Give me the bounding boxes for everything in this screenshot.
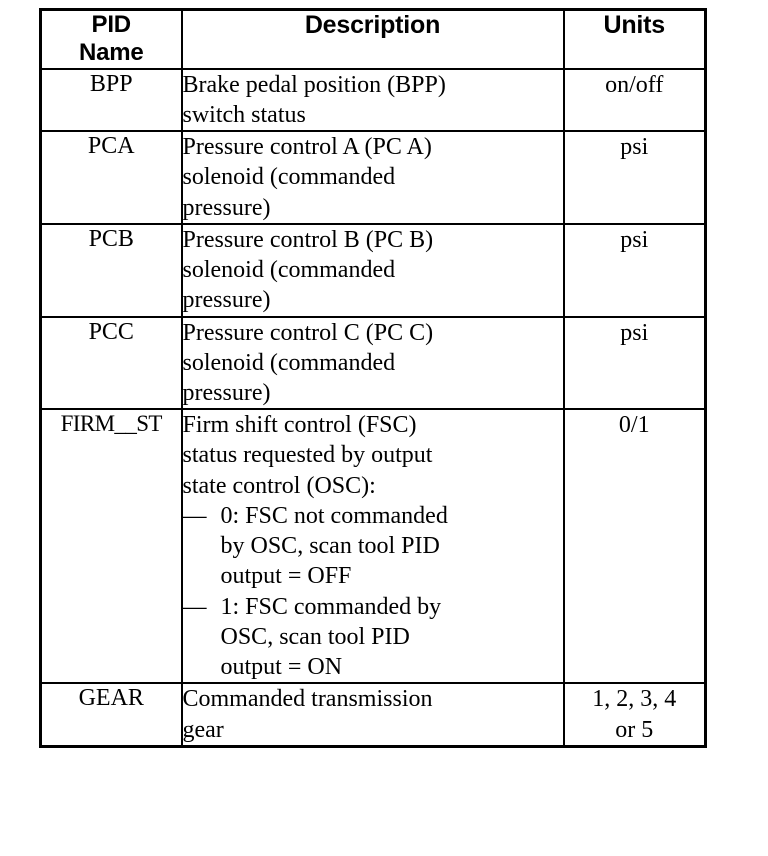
- description-line: state control (OSC):: [182, 472, 376, 499]
- description-line: pressure): [182, 379, 271, 406]
- table-row: PCB Pressure control B (PC B) solenoid (…: [39, 222, 707, 318]
- pid-name-cell: PCB: [39, 222, 183, 318]
- pid-name-cell: PCC: [39, 315, 183, 411]
- description-line: solenoid (commanded: [182, 349, 396, 376]
- table-row: PCC Pressure control C (PC C) solenoid (…: [39, 315, 707, 411]
- description-cell: Firm shift control (FSC) status requeste…: [180, 408, 565, 685]
- units-cell: on/off: [562, 67, 707, 133]
- units-line: or 5: [615, 716, 654, 743]
- description-cell: Pressure control A (PC A) solenoid (comm…: [180, 130, 565, 225]
- table-row: PCA Pressure control A (PC A) solenoid (…: [39, 130, 707, 225]
- table-row: FIRM__ST Firm shift control (FSC) status…: [39, 408, 707, 685]
- column-header-units: Units: [562, 8, 707, 70]
- table-body: BPP Brake pedal position (BPP) switch st…: [39, 67, 707, 748]
- description-line: Commanded transmission: [182, 686, 433, 713]
- column-header-pid-name-line1: PID: [91, 11, 132, 38]
- table-row: GEAR Commanded transmission gear 1, 2, 3…: [39, 682, 707, 748]
- units-line: psi: [620, 319, 649, 346]
- list-item-line: 1: FSC commanded by: [220, 593, 442, 620]
- description-line: Pressure control A (PC A): [182, 134, 432, 161]
- units-line: psi: [620, 226, 649, 253]
- units-cell: psi: [562, 315, 707, 411]
- units-cell: 1, 2, 3, 4 or 5: [562, 682, 707, 748]
- list-item-line: 0: FSC not commanded: [220, 502, 448, 529]
- units-cell: 0/1: [562, 408, 707, 685]
- description-cell: Brake pedal position (BPP) switch status: [180, 67, 565, 133]
- column-header-pid-name: PID Name: [39, 8, 183, 70]
- list-item-line: output = ON: [220, 654, 343, 681]
- description-line: Pressure control C (PC C): [182, 319, 434, 346]
- description-line: solenoid (commanded: [182, 164, 396, 191]
- description-line: gear: [182, 716, 224, 743]
- em-dash-bullet-icon: —: [182, 502, 207, 529]
- units-line: on/off: [605, 71, 664, 98]
- pid-name-cell: PCA: [39, 130, 183, 225]
- pid-name-cell: BPP: [39, 67, 183, 133]
- description-bullet-list: — 0: FSC not commanded by OSC, scan tool…: [183, 501, 563, 682]
- table-header: PID Name Description Units: [39, 8, 707, 70]
- description-cell: Pressure control C (PC C) solenoid (comm…: [180, 315, 565, 411]
- description-line: Brake pedal position (BPP): [182, 71, 446, 98]
- description-cell: Pressure control B (PC B) solenoid (comm…: [180, 222, 565, 318]
- pid-definitions-table: PID Name Description Units BPP Brake ped…: [39, 8, 707, 748]
- em-dash-bullet-icon: —: [182, 593, 207, 620]
- units-line: 1, 2, 3, 4: [592, 686, 677, 713]
- description-line: Firm shift control (FSC): [182, 412, 417, 439]
- description-line: pressure): [182, 194, 271, 221]
- column-header-description: Description: [180, 8, 565, 70]
- table-header-row: PID Name Description Units: [39, 8, 707, 70]
- list-item: — 0: FSC not commanded by OSC, scan tool…: [183, 501, 563, 592]
- pid-name-cell: FIRM__ST: [39, 408, 183, 685]
- units-cell: psi: [562, 130, 707, 225]
- list-item-line: by OSC, scan tool PID: [220, 533, 440, 560]
- list-item-line: OSC, scan tool PID: [220, 623, 410, 650]
- description-line: Pressure control B (PC B): [182, 226, 434, 253]
- column-header-pid-name-line2: Name: [78, 39, 144, 67]
- units-line: 0/1: [618, 412, 650, 439]
- units-cell: psi: [562, 222, 707, 318]
- table-row: BPP Brake pedal position (BPP) switch st…: [39, 67, 707, 133]
- units-line: psi: [620, 134, 649, 161]
- description-line: switch status: [182, 101, 306, 128]
- pid-name-cell: GEAR: [39, 682, 183, 748]
- description-line: solenoid (commanded: [182, 257, 396, 284]
- list-item-line: output = OFF: [220, 563, 352, 590]
- list-item: — 1: FSC commanded by OSC, scan tool PID…: [183, 592, 563, 683]
- description-cell: Commanded transmission gear: [180, 682, 565, 748]
- description-line: status requested by output: [182, 442, 433, 469]
- description-line: pressure): [182, 287, 271, 314]
